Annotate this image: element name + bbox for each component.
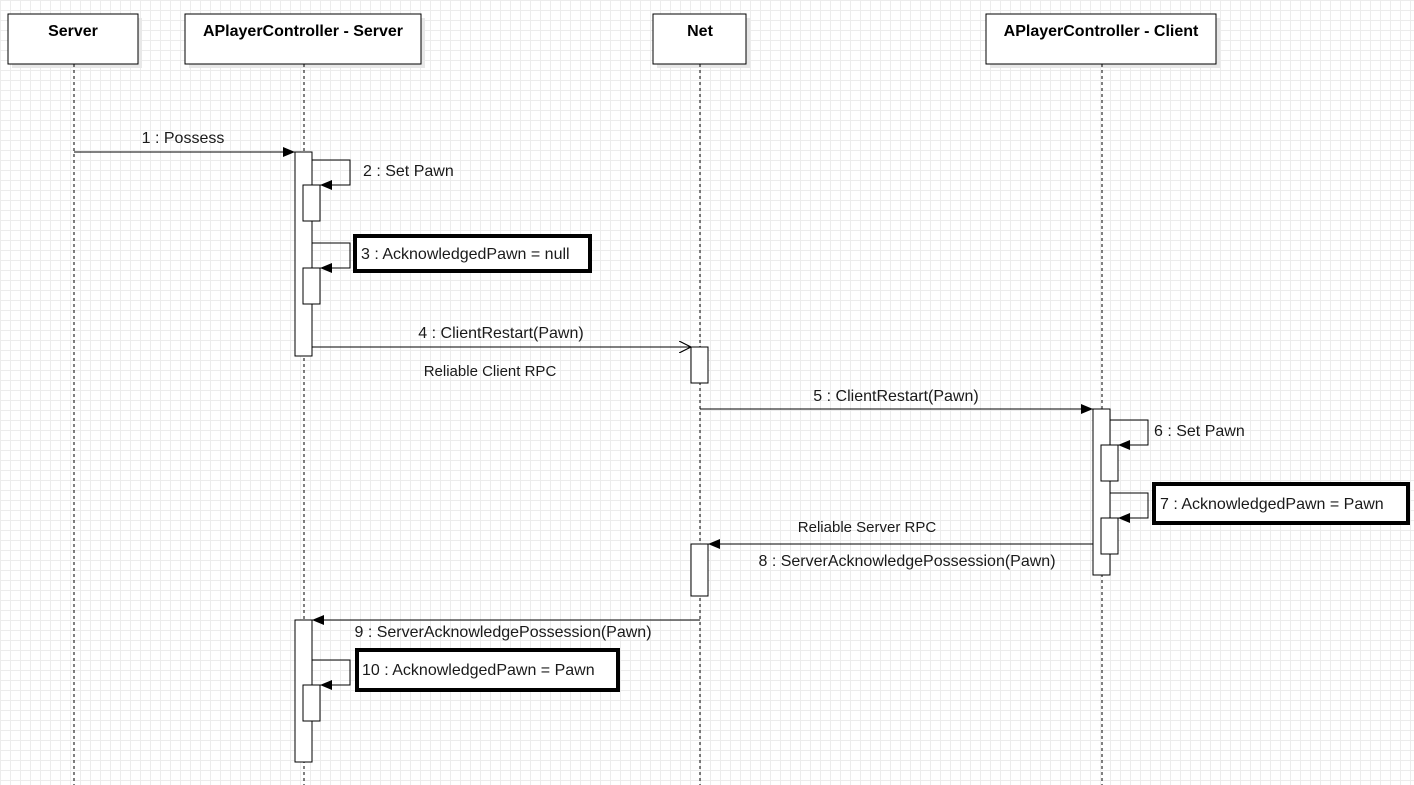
highlight-box: [1152, 482, 1410, 525]
message-arrow: [312, 659, 351, 690]
participant-server[interactable]: Server: [7, 13, 142, 68]
message-arrow: [1110, 419, 1149, 450]
participant-label: Server: [48, 23, 98, 40]
activation-bar[interactable]: [1100, 517, 1119, 555]
message-label: 4 : ClientRestart(Pawn): [418, 325, 583, 342]
message-arrow: [312, 159, 351, 190]
message-8[interactable]: 8 : ServerAcknowledgePossession(Pawn): [708, 539, 1093, 570]
activation-bar[interactable]: [690, 543, 709, 597]
participant-box: [985, 13, 1217, 65]
participant-label: Net: [687, 23, 713, 40]
message-7[interactable]: 7 : AcknowledgedPawn = Pawn: [1110, 482, 1410, 525]
participant-box: [7, 13, 139, 65]
activation-bar[interactable]: [1100, 444, 1119, 482]
message-9[interactable]: 9 : ServerAcknowledgePossession(Pawn): [312, 615, 700, 641]
activation-bar[interactable]: [302, 267, 321, 305]
highlight-box: [353, 234, 592, 273]
participant-box: [184, 13, 422, 65]
message-label: 1 : Possess: [142, 130, 225, 147]
message-5[interactable]: 5 : ClientRestart(Pawn): [700, 388, 1093, 414]
message-3[interactable]: 3 : AcknowledgedPawn = null: [312, 234, 592, 273]
message-arrow: [312, 242, 351, 273]
message-1[interactable]: 1 : Possess: [74, 130, 295, 157]
message-label: 8 : ServerAcknowledgePossession(Pawn): [758, 553, 1055, 570]
message-arrow: [1110, 492, 1149, 523]
message-6[interactable]: 6 : Set Pawn: [1110, 419, 1245, 450]
note-reliable-server-rpc: Reliable Server RPC: [798, 519, 937, 536]
activation-bar[interactable]: [294, 151, 313, 357]
message-label: 7 : AcknowledgedPawn = Pawn: [1160, 496, 1384, 513]
participant-pc-server[interactable]: APlayerController - Server: [184, 13, 425, 68]
participant-label: APlayerController - Server: [203, 23, 403, 40]
participant-net[interactable]: Net: [652, 13, 750, 68]
message-4[interactable]: 4 : ClientRestart(Pawn): [312, 325, 691, 347]
highlight-box: [355, 648, 620, 692]
message-label: 2 : Set Pawn: [363, 163, 454, 180]
message-label: 5 : ClientRestart(Pawn): [813, 388, 978, 405]
message-label: 10 : AcknowledgedPawn = Pawn: [362, 662, 595, 679]
message-2[interactable]: 2 : Set Pawn: [312, 159, 454, 190]
participant-pc-client[interactable]: APlayerController - Client: [985, 13, 1220, 68]
message-10[interactable]: 10 : AcknowledgedPawn = Pawn: [312, 648, 620, 692]
message-label: 3 : AcknowledgedPawn = null: [361, 246, 570, 263]
message-label: 9 : ServerAcknowledgePossession(Pawn): [354, 624, 651, 641]
participant-label: APlayerController - Client: [1004, 23, 1199, 40]
activation-bar[interactable]: [690, 346, 709, 384]
activation-bar[interactable]: [302, 684, 321, 722]
activation-bar[interactable]: [302, 184, 321, 222]
note-reliable-client-rpc: Reliable Client RPC: [424, 363, 557, 380]
message-label: 6 : Set Pawn: [1154, 423, 1245, 440]
